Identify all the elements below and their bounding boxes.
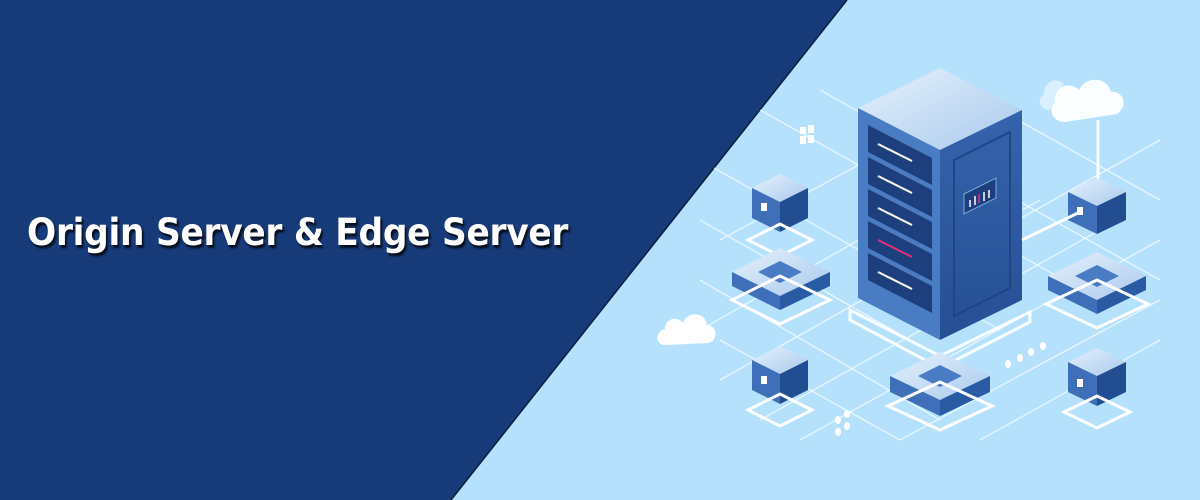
- router-node-icon: [884, 352, 996, 432]
- cube-node-icon: [744, 346, 816, 428]
- cube-node-icon: [1060, 348, 1134, 430]
- cube-node-icon: [744, 174, 816, 258]
- router-node-icon: [1042, 252, 1152, 330]
- cloud-icon: [657, 314, 716, 345]
- dots-icon: [835, 342, 1046, 436]
- windows-logo-icon: [800, 125, 814, 144]
- cloud-icon: [1039, 79, 1124, 185]
- cube-node-icon: [1021, 178, 1126, 242]
- banner-title: Origin Server & Edge Server: [27, 211, 569, 254]
- server-rack-icon: [848, 68, 1032, 370]
- chart-display-icon: [963, 177, 997, 215]
- navy-diagonal-panel: [0, 0, 847, 500]
- router-node-icon: [728, 248, 834, 326]
